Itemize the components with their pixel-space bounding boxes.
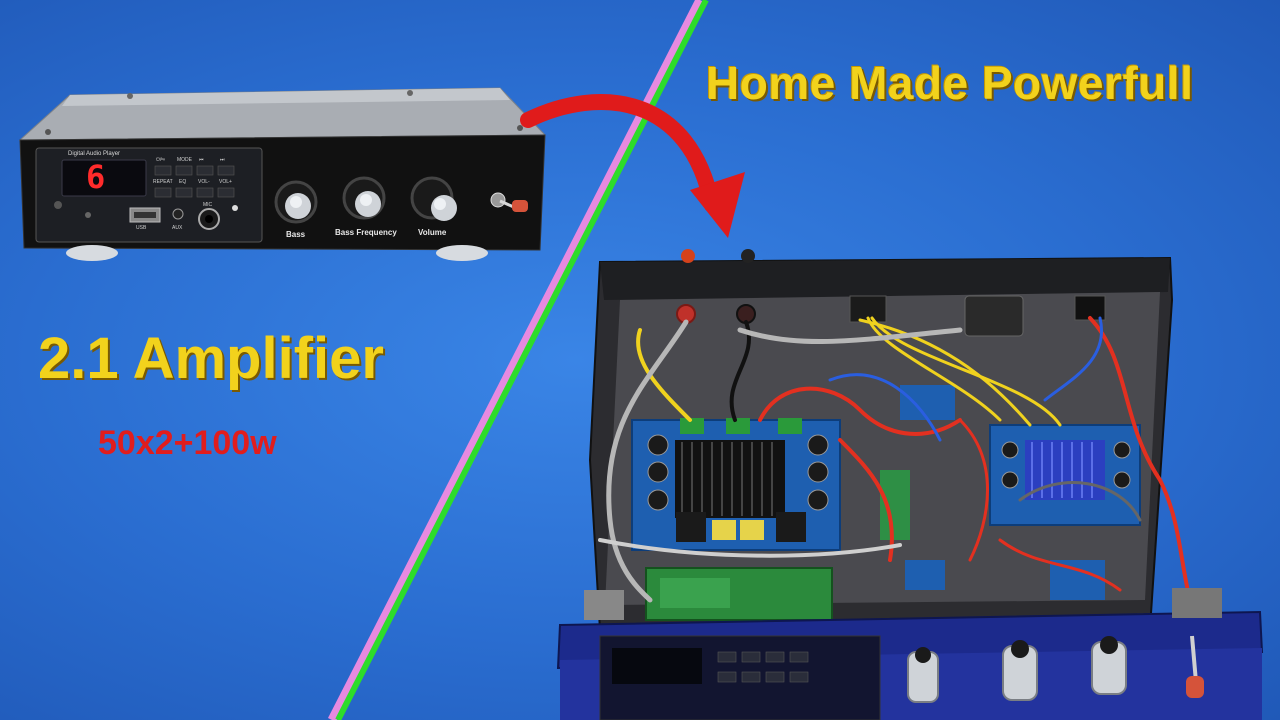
button-label: VOL- [198,179,210,185]
button-label: MODE [177,157,192,163]
port-label-mic: MIC [203,202,213,208]
button-label: EQ [179,179,187,185]
knob-label-bass-frequency: Bass Frequency [335,228,397,237]
knob-volume [410,176,457,221]
button-label: ⏭ [220,157,225,163]
port-label-aux: AUX [172,225,183,231]
display-digits: 6 [86,158,106,196]
knob-bass [274,180,318,224]
port-label-usb: USB [136,225,147,231]
knob-label-volume: Volume [418,228,447,237]
knob-label-bass: Bass [286,230,306,239]
power-switch [490,192,528,212]
button-label: REPEAT [153,179,173,185]
headline: Home Made Powerfull [706,57,1194,109]
knob-bass-frequency [342,176,386,220]
button-label: VOL+ [219,179,232,185]
button-label: ⏮ [199,157,204,163]
video-title: 2.1 Amplifier [38,326,384,391]
power-rating: 50x2+100w [98,424,277,462]
button-label: ⏻/⏯ [156,157,165,163]
player-label: Digital Audio Player [68,151,121,157]
